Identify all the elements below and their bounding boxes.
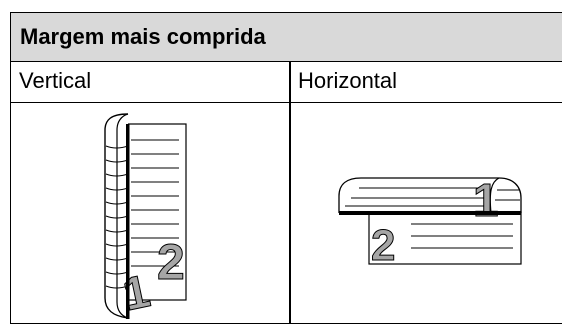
binding-edge bbox=[126, 124, 130, 319]
back-page bbox=[127, 123, 187, 301]
long-edge-table: Margem mais comprida Vertical Horizontal… bbox=[10, 12, 562, 324]
back-page-lines bbox=[411, 223, 513, 249]
back-page-lines bbox=[131, 139, 179, 267]
folded-front-page bbox=[338, 177, 522, 213]
page-number-2: 2 bbox=[157, 234, 185, 290]
vertical-binding-illustration: 2 1 bbox=[104, 113, 187, 321]
front-page-lines bbox=[345, 187, 520, 207]
table-header: Margem mais comprida bbox=[11, 13, 562, 62]
page-number-2: 2 bbox=[371, 221, 395, 270]
horizontal-binding-illustration: 2 1 bbox=[338, 174, 522, 271]
column-divider bbox=[289, 61, 291, 323]
page-curl-inner bbox=[116, 113, 129, 319]
page-number-1: 1 bbox=[473, 174, 499, 226]
page-curl bbox=[489, 177, 500, 214]
column-header-vertical: Vertical bbox=[11, 61, 289, 103]
column-label-horizontal: Horizontal bbox=[298, 68, 398, 93]
column-label-vertical: Vertical bbox=[19, 68, 92, 93]
column-header-horizontal: Horizontal bbox=[290, 61, 562, 103]
table-header-title: Margem mais comprida bbox=[20, 24, 266, 49]
binding-edge bbox=[339, 211, 521, 215]
